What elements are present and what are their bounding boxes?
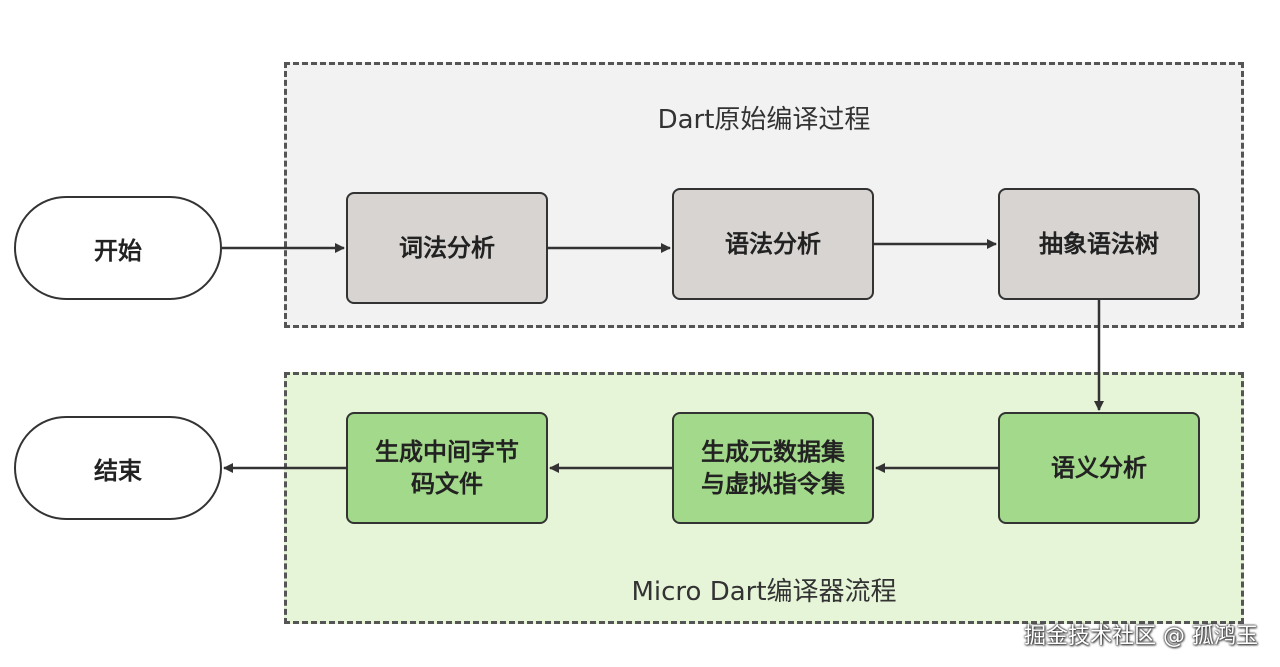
lexical-analysis-node: 词法分析 (346, 192, 548, 304)
watermark: 掘金技术社区 @ 孤鸿玉 (1024, 624, 1258, 649)
semantic-analysis-node: 语义分析 (998, 412, 1200, 524)
group-label-micro: Micro Dart编译器流程 (631, 577, 897, 607)
end-node: 结束 (14, 416, 222, 520)
metadata-instruction-node: 生成元数据集与虚拟指令集 (672, 412, 874, 524)
ast-node: 抽象语法树 (998, 188, 1200, 300)
bytecode-node: 生成中间字节码文件 (346, 412, 548, 524)
group-label-original: Dart原始编译过程 (657, 105, 871, 135)
syntax-analysis-node: 语法分析 (672, 188, 874, 300)
start-node: 开始 (14, 196, 222, 300)
